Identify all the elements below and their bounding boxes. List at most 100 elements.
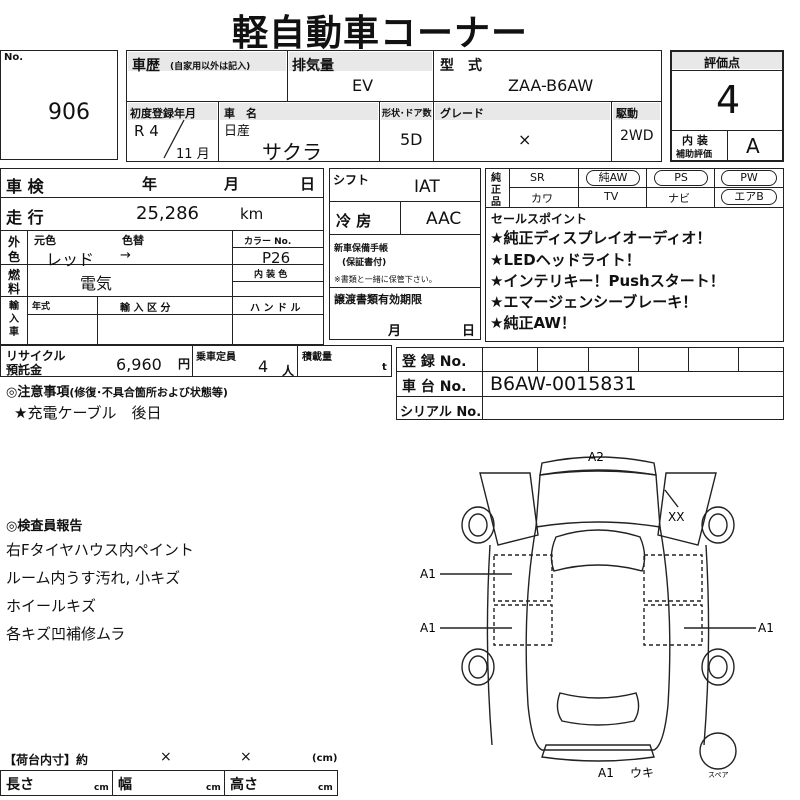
score-value: 4 — [716, 78, 741, 122]
capacity-unit: 人 — [282, 364, 295, 378]
interior-color-label: 内 装 色 — [254, 270, 288, 280]
fuel-label-2: 料 — [8, 282, 21, 296]
manual-note: ※書類と一緒に保管下さい。 — [334, 275, 437, 284]
inspector-item-1: 右Fタイヤハウス内ペイント — [6, 541, 194, 559]
color-change-label: 色替 — [122, 234, 144, 247]
color-no-label: カラー No. — [244, 237, 292, 247]
equip-tv: TV — [604, 190, 619, 203]
cargo-height-cm: cm — [318, 783, 333, 793]
chassis-no-value: B6AW-0015831 — [490, 373, 637, 395]
inspector-item-2: ルーム内うす汚れ, 小キズ — [6, 569, 181, 587]
inspection-month-label: 月 — [224, 175, 240, 193]
mark-uki-bottom: ウキ — [630, 766, 654, 780]
fuel-label-1: 燃 — [8, 268, 21, 282]
drive-value: 2WD — [620, 128, 654, 144]
transfer-day: 日 — [462, 324, 476, 339]
cargo-x2: × — [240, 749, 252, 765]
exterior-label-2: 色 — [8, 250, 21, 264]
cargo-width-cm: cm — [206, 783, 221, 793]
sales-point-1: ★純正ディスプレイオーディオ！ — [490, 229, 712, 247]
load-unit: t — [382, 362, 387, 373]
no-value: 906 — [48, 100, 90, 125]
inspection-day-label: 日 — [300, 175, 316, 193]
transfer-month: 月 — [388, 324, 402, 339]
displacement-value: EV — [352, 76, 374, 95]
capacity-value: 4 — [258, 357, 269, 376]
serial-no-label: シリアル No. — [400, 405, 482, 420]
mileage-label: 走 行 — [6, 208, 44, 227]
exterior-label-1: 外 — [8, 235, 21, 249]
mark-spare: スペア — [708, 771, 729, 779]
grade-label: グレード — [440, 107, 484, 120]
recycle-unit: 円 — [178, 357, 191, 371]
equipment-label-3: 品 — [491, 197, 501, 208]
mark-a2: A2 — [588, 450, 604, 464]
cargo-length-cm: cm — [94, 783, 109, 793]
equip-ps: PS — [654, 170, 708, 186]
history-label: 車歴 — [132, 58, 160, 74]
mark-a1-left-lower: A1 — [420, 621, 436, 635]
orig-color-label: 元色 — [34, 234, 56, 247]
cargo-width-label: 幅 — [118, 777, 132, 793]
cargo-grid — [0, 770, 338, 796]
recycle-value: 6,960 — [116, 355, 162, 374]
first-reg-slash — [163, 119, 185, 159]
page-title: 軽自動車コーナー — [232, 12, 529, 54]
inspection-year-label: 年 — [142, 175, 158, 193]
grade-value: × — [518, 130, 532, 149]
equip-kawa: カワ — [531, 192, 553, 205]
inspection-label: 車 検 — [6, 177, 44, 196]
score-label: 評価点 — [704, 56, 741, 70]
car-name-label: 車 名 — [224, 107, 257, 120]
sales-point-4: ★エマージェンシーブレーキ！ — [490, 293, 698, 311]
transfer-label: 譲渡書類有効期限 — [334, 293, 422, 306]
first-reg-label: 初度登録年月 — [130, 107, 196, 120]
color-value: レッド — [46, 250, 95, 269]
equip-jun-aw: 純AW — [586, 170, 640, 186]
color-arrow: → — [120, 248, 131, 263]
manual-label: 新車保備手帳 — [334, 244, 389, 254]
equip-pw: PW — [721, 170, 777, 186]
doors-value: 5D — [400, 130, 423, 149]
header-grid — [126, 50, 662, 162]
mark-a1-bottom: A1 — [598, 766, 614, 780]
sales-point-3: ★インテリキー！Pushスタート！ — [490, 272, 725, 290]
note-item-1: ★充電ケーブル 後日 — [14, 404, 162, 422]
recycle-label-2: 預託金 — [6, 363, 43, 377]
equip-airbag: エアB — [721, 189, 777, 205]
maker: 日産 — [224, 124, 251, 139]
first-reg-month: 11 月 — [176, 147, 210, 162]
equipment-label-2: 正 — [491, 185, 501, 196]
fuel-value: 電気 — [80, 274, 113, 293]
shift-value: IAT — [414, 177, 440, 197]
mileage-value: 25,286 — [136, 203, 199, 224]
interior-label: 内 装 — [682, 134, 708, 147]
cargo-label: 【荷台内寸】約 — [4, 753, 89, 767]
inspector-label: ◎検査員報告 — [6, 519, 83, 534]
model-value: ZAA-B6AW — [508, 76, 594, 95]
mark-xx: XX — [668, 510, 684, 524]
cargo-x1: × — [160, 749, 172, 765]
sales-point-5: ★純正AW！ — [490, 314, 576, 332]
cargo-height-label: 高さ — [230, 777, 258, 793]
ac-label: 冷 房 — [336, 212, 372, 230]
reg-no-label: 登 録 No. — [402, 354, 467, 370]
cargo-unit: (cm) — [312, 753, 338, 764]
car-name: サクラ — [262, 140, 322, 164]
notes-subtitle: (修復･不具合箇所および状態等) — [69, 386, 228, 399]
notes-label: ◎注意事項(修復･不具合箇所および状態等) — [6, 381, 228, 400]
interior-value: A — [746, 134, 760, 158]
handle-label: ハ ン ド ル — [250, 303, 301, 314]
sales-point-2: ★LEDヘッドライト！ — [490, 251, 641, 269]
notes-title: ◎注意事項 — [6, 385, 70, 400]
ac-value: AAC — [426, 209, 462, 229]
middle-grid — [329, 168, 481, 340]
no-label: No. — [4, 52, 24, 63]
history-note: (自家用以外は記入) — [170, 62, 251, 72]
left-grid — [0, 168, 324, 345]
manual-sub: (保証書付) — [342, 258, 387, 268]
no-box — [0, 50, 118, 160]
mark-a1-left-upper: A1 — [420, 567, 436, 581]
doors-label: 形状･ドア数 — [382, 109, 432, 119]
inspector-item-4: 各キズ凹補修ムラ — [6, 625, 126, 643]
